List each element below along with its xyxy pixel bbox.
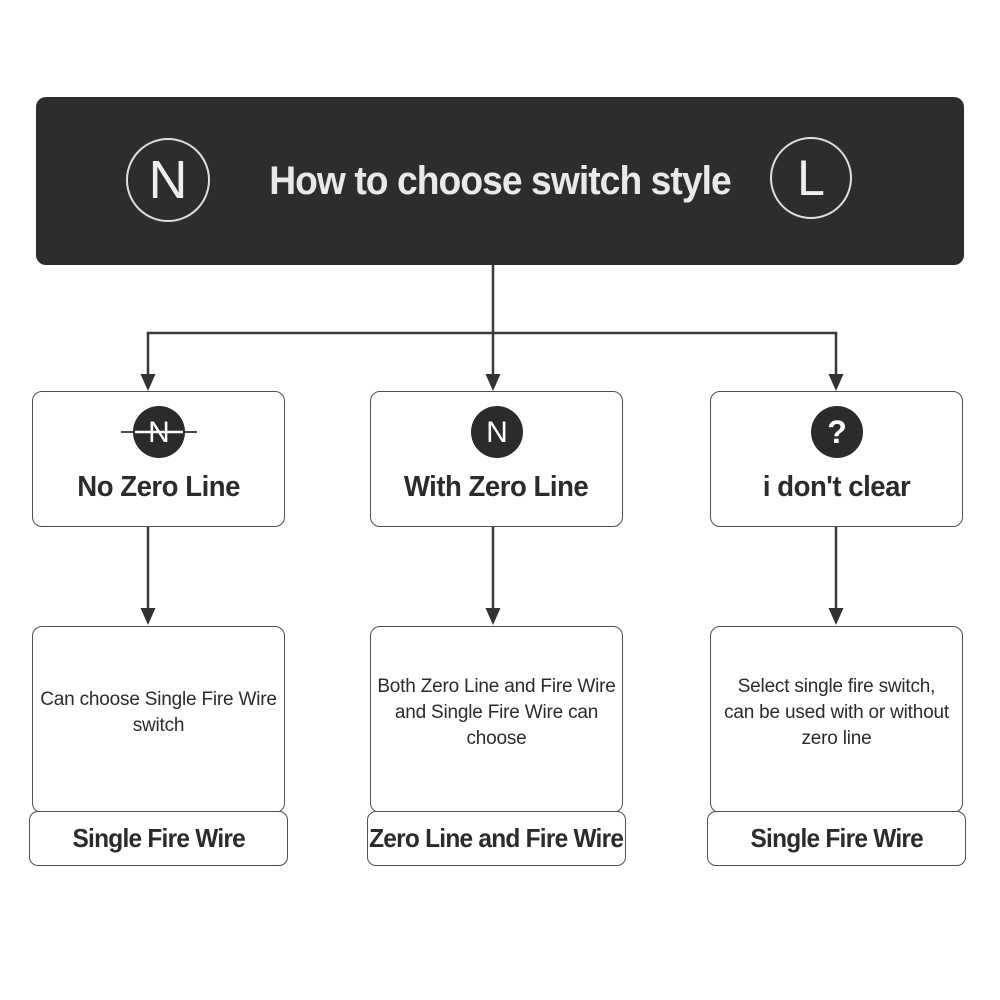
result-label: Single Fire Wire: [750, 823, 923, 853]
arrowhead-left: [140, 374, 156, 391]
arrowhead-right: [828, 374, 844, 391]
result-box-no-zero-line: Single Fire Wire: [29, 811, 288, 866]
result-label: Zero Line and Fire Wire: [369, 823, 624, 853]
description-text: Select single fire switch, can be used w…: [724, 675, 949, 749]
option-title: With Zero Line: [404, 471, 589, 503]
n-strikethrough-icon: N: [120, 406, 197, 458]
description-text: Both Zero Line and Fire Wire and Single …: [377, 675, 616, 749]
result-label: Single Fire Wire: [72, 823, 245, 853]
result-box-with-zero-line: Zero Line and Fire Wire: [367, 811, 626, 866]
neutral-badge-letter: N: [148, 150, 188, 210]
arrowhead-drop-left: [140, 608, 156, 625]
live-wire-circle-icon: L: [770, 137, 852, 219]
result-box-unsure: Single Fire Wire: [707, 811, 966, 866]
arrowhead-drop-center: [485, 608, 501, 625]
description-box-no-zero-line: Can choose Single Fire Wire switch: [32, 626, 285, 813]
icon-letter: N: [486, 416, 508, 449]
arrowhead-center: [485, 374, 501, 391]
description-text: Can choose Single Fire Wire switch: [40, 688, 277, 736]
n-circle-icon: N: [470, 406, 523, 458]
option-title: No Zero Line: [77, 471, 240, 503]
description-box-unsure: Select single fire switch, can be used w…: [710, 626, 963, 813]
option-box-unsure: ? i don't clear: [710, 391, 963, 527]
header-banner: N How to choose switch style L: [36, 97, 964, 265]
neutral-wire-circle-icon: N: [126, 138, 210, 222]
live-badge-letter: L: [797, 150, 825, 206]
icon-letter: ?: [827, 414, 847, 450]
page-title: How to choose switch style: [269, 158, 732, 203]
option-box-with-zero-line: N With Zero Line: [370, 391, 623, 527]
arrowhead-drop-right: [828, 608, 844, 625]
description-box-with-zero-line: Both Zero Line and Fire Wire and Single …: [370, 626, 623, 813]
question-circle-icon: ?: [810, 406, 863, 458]
option-box-no-zero-line: N No Zero Line: [32, 391, 285, 527]
option-title: i don't clear: [762, 471, 911, 503]
